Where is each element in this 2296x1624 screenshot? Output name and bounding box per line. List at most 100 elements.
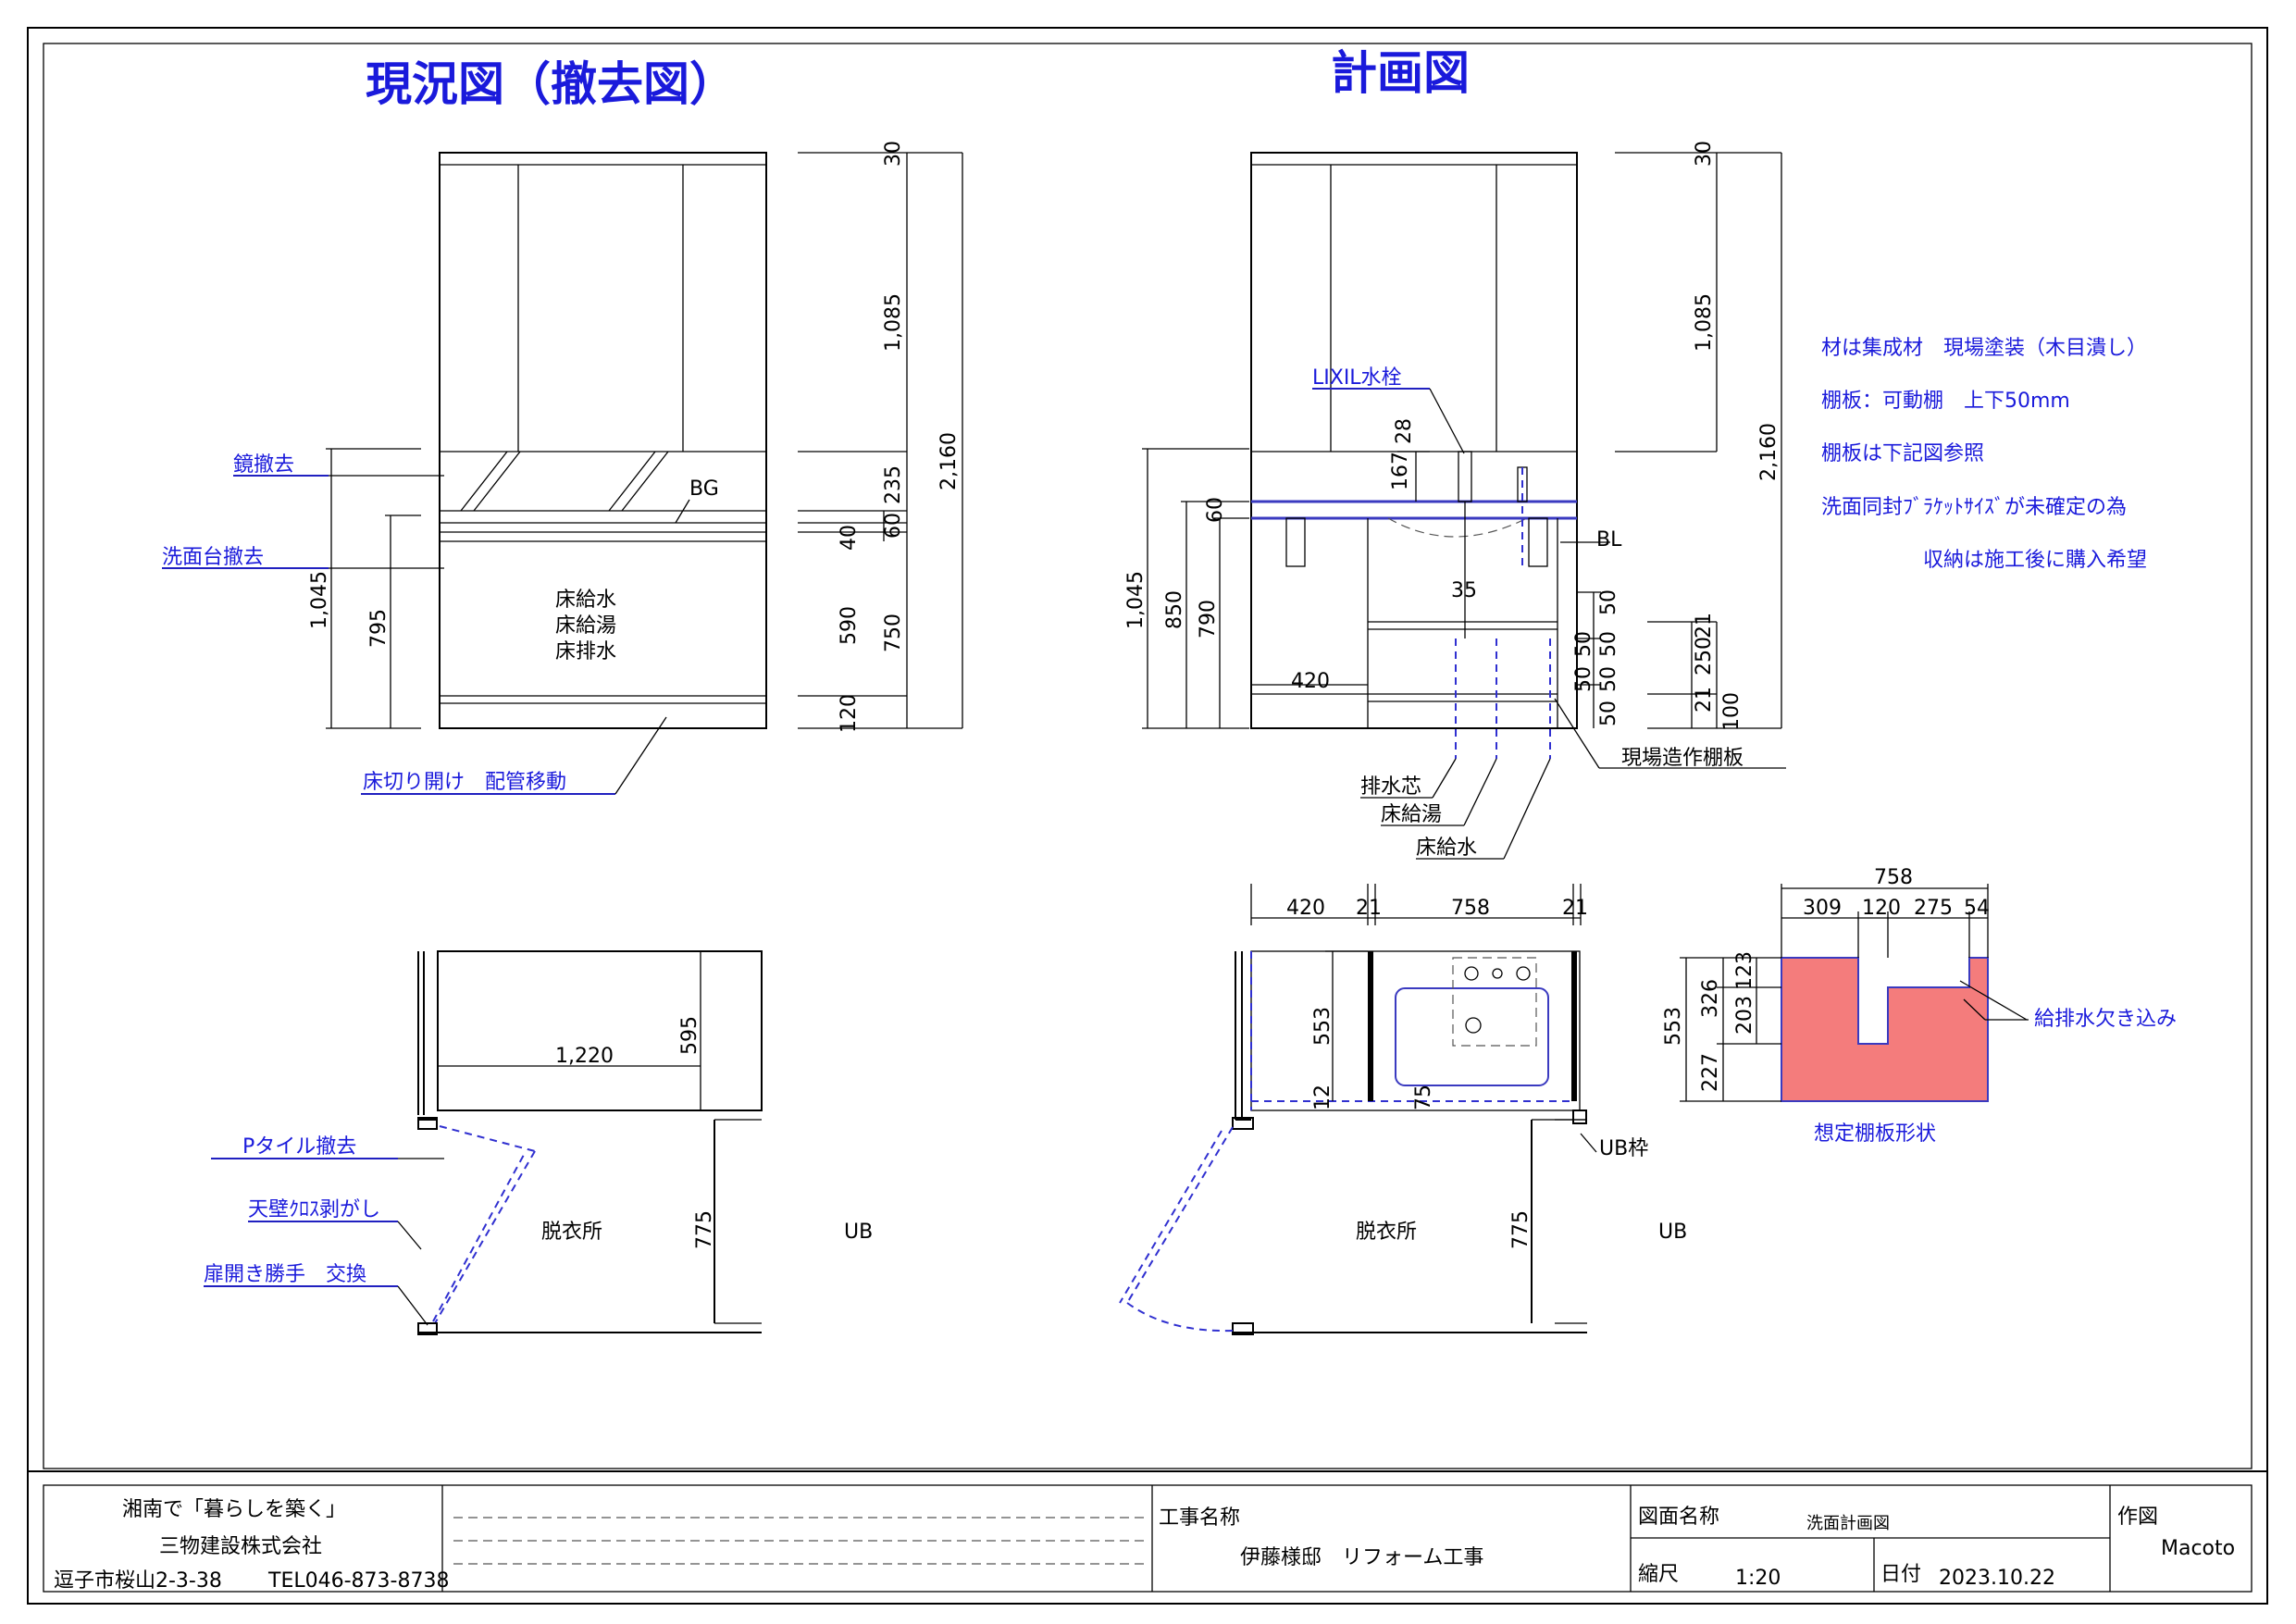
company-name: 三物建設株式会社	[159, 1535, 322, 1558]
dim-plan-21b: 21	[1693, 687, 1716, 713]
dim-plan-100: 100	[1720, 692, 1744, 731]
dim-plan-28: 28	[1393, 418, 1416, 444]
current-elevation	[439, 152, 767, 729]
drawing-name: 洗面計画図	[1806, 1514, 1890, 1533]
label-shelf-shape: 想定棚板形状	[1814, 1122, 1936, 1146]
note-4: 洗面同封ﾌﾞﾗｹｯﾄｻｲｽﾞが未確定の為	[1821, 496, 2127, 519]
note-2: 棚板：可動棚 上下50mm	[1821, 390, 2070, 413]
label-dressing-current: 脱衣所	[541, 1221, 602, 1244]
plan-left-dims: 1,045 850 790 60 167 28 35 420	[1124, 418, 1477, 729]
project-name: 伊藤様邸 リフォーム工事	[1240, 1546, 1483, 1569]
dim-plan-p420: 420	[1286, 897, 1325, 920]
current-floor-plan	[204, 950, 763, 1335]
dim-plan-p553: 553	[1311, 1007, 1334, 1046]
note-5: 収納は施工後に購入希望	[1923, 549, 2147, 572]
label-vanity-remove: 洗面台撤去	[162, 546, 264, 569]
title-current: 現況図（撤去図）	[366, 57, 736, 111]
dim-plan-1085: 1,085	[1693, 293, 1716, 352]
dim-plan-p12: 12	[1311, 1085, 1334, 1110]
dim-shelf-758: 758	[1874, 866, 1913, 889]
dim-plan-p758: 758	[1451, 897, 1490, 920]
company-tel: TEL046-873-8738	[267, 1569, 449, 1593]
current-right-dims: 30 1,085 2,160 235 60 40 590 750 120	[798, 141, 963, 733]
current-leaders	[162, 475, 690, 795]
author-label: 作図	[2117, 1506, 2158, 1529]
label-faucet: LIXIL水栓	[1312, 366, 1402, 390]
company-slogan: 湘南で「暮らしを築く」	[122, 1498, 346, 1521]
label-ub-frame: UB枠	[1599, 1137, 1648, 1160]
dim-plan-35: 35	[1451, 579, 1477, 602]
label-floor-cold-plan: 床給水	[1416, 837, 1477, 860]
label-ub-plan: UB	[1658, 1221, 1687, 1244]
label-p-tile: Pタイル撤去	[242, 1135, 356, 1159]
dim-current-590: 590	[838, 606, 861, 645]
dim-plan-50e: 50	[1572, 666, 1595, 692]
dim-current-60: 60	[882, 513, 905, 539]
dim-plan-50c: 50	[1572, 631, 1595, 657]
scale-label: 縮尺	[1638, 1563, 1679, 1586]
dim-current-595: 595	[678, 1016, 701, 1055]
dim-current-795: 795	[367, 609, 391, 648]
dim-plan-p75: 75	[1412, 1085, 1435, 1110]
dim-plan-167: 167	[1389, 452, 1412, 490]
plan-right-dims: 30 1,085 2,160 21 250 21 100 50 50 50 50…	[1572, 141, 1782, 731]
dim-shelf-553: 553	[1662, 1007, 1685, 1046]
dim-current-1045: 1,045	[308, 571, 331, 629]
dim-current-1220: 1,220	[555, 1045, 614, 1068]
date-label: 日付	[1880, 1563, 1921, 1586]
label-floor-cut: 床切り開け 配管移動	[363, 771, 566, 794]
label-bg: BG	[689, 477, 719, 501]
label-bl: BL	[1596, 528, 1622, 552]
dim-shelf-326: 326	[1699, 979, 1722, 1018]
dim-plan-250: 250	[1693, 637, 1716, 676]
note-1: 材は集成材 現場塗装（木目潰し）	[1821, 337, 2147, 360]
dim-plan-p775: 775	[1509, 1210, 1533, 1249]
dim-plan-p21a: 21	[1356, 897, 1382, 920]
project-label: 工事名称	[1159, 1506, 1240, 1530]
label-site-shelf: 現場造作棚板	[1621, 747, 1744, 770]
dim-shelf-120: 120	[1862, 897, 1901, 920]
dim-plan-50f: 50	[1597, 700, 1620, 726]
dim-plan-2160: 2,160	[1757, 423, 1781, 481]
label-dressing-plan: 脱衣所	[1356, 1221, 1417, 1244]
dim-plan-p21b: 21	[1562, 897, 1588, 920]
current-left-dims: 1,045 795	[308, 448, 421, 729]
date-value: 2023.10.22	[1939, 1567, 2055, 1590]
dim-plan-50d: 50	[1597, 666, 1620, 692]
dim-plan-60: 60	[1204, 497, 1227, 523]
scale-value: 1:20	[1735, 1567, 1781, 1590]
dim-plan-1045: 1,045	[1124, 571, 1148, 629]
label-drain-core: 排水芯	[1360, 775, 1421, 799]
inner-frame	[43, 43, 2253, 1469]
dim-current-750: 750	[882, 614, 905, 652]
drawing-label: 図面名称	[1638, 1506, 1719, 1529]
plan-leaders	[1312, 388, 1786, 860]
label-ub-current: UB	[844, 1221, 873, 1244]
label-floor-hot-plan: 床給湯	[1381, 803, 1442, 826]
dim-shelf-309: 309	[1803, 897, 1842, 920]
dim-shelf-227: 227	[1699, 1053, 1722, 1092]
dim-current-1085: 1,085	[882, 293, 905, 352]
dim-plan-850: 850	[1163, 590, 1186, 629]
dim-plan-50a: 50	[1597, 589, 1620, 615]
dim-current-30: 30	[882, 141, 905, 167]
label-door: 扉開き勝手 交換	[204, 1263, 366, 1286]
company-address: 逗子市桜山2-3-38	[54, 1569, 222, 1593]
label-floor-drain: 床排水	[555, 640, 616, 663]
label-floor-hot: 床給湯	[555, 614, 616, 638]
dim-current-40: 40	[838, 525, 861, 551]
dim-current-2160: 2,160	[937, 432, 961, 490]
author-name: Macoto	[2161, 1537, 2235, 1560]
dim-plan-21a: 21	[1693, 613, 1716, 638]
shelf-shape-diagram	[1680, 884, 2029, 1102]
dim-current-775: 775	[693, 1210, 716, 1249]
shelf-shape	[1781, 957, 1989, 1102]
dim-current-235: 235	[882, 465, 905, 504]
dim-shelf-203: 203	[1733, 996, 1756, 1035]
dim-plan-50b: 50	[1597, 631, 1620, 657]
note-3: 棚板は下記図参照	[1821, 442, 1984, 465]
dim-shelf-54: 54	[1964, 897, 1990, 920]
label-wall-cloth: 天壁ｸﾛｽ剥がし	[248, 1198, 380, 1221]
dim-plan-420: 420	[1291, 670, 1330, 693]
